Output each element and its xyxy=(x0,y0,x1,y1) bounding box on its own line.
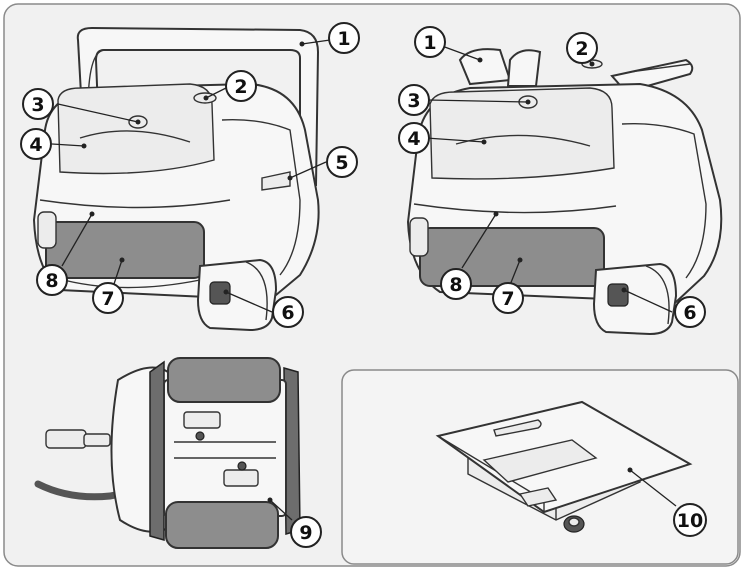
svg-text:4: 4 xyxy=(407,128,420,150)
callout-r8: 8 xyxy=(440,268,472,300)
psu-display xyxy=(482,439,598,483)
callout-r4: 4 xyxy=(398,122,430,154)
brush-roller xyxy=(45,221,205,279)
svg-text:6: 6 xyxy=(281,302,294,324)
left-grip xyxy=(458,48,512,86)
callout-4: 4 xyxy=(20,128,52,160)
callout-r2: 2 xyxy=(566,32,598,64)
callout-8: 8 xyxy=(36,264,68,296)
callout-9: 9 xyxy=(290,516,322,548)
callouts-top-right: 1 2 3 4 6 7 8 xyxy=(398,26,706,328)
svg-text:1: 1 xyxy=(423,32,436,54)
swivel xyxy=(45,429,87,449)
top-roller xyxy=(167,357,281,403)
callouts-top-left: 1 2 3 4 5 6 7 8 xyxy=(20,22,360,328)
bottom-roller xyxy=(165,501,279,549)
svg-text:1: 1 xyxy=(337,28,350,50)
svg-text:5: 5 xyxy=(335,152,348,174)
right-wheel xyxy=(196,258,278,332)
callouts-bottom-right: 10 xyxy=(627,467,707,537)
svg-text:6: 6 xyxy=(683,302,696,324)
callout-r1: 1 xyxy=(414,26,446,58)
svg-text:9: 9 xyxy=(299,522,312,544)
side-label xyxy=(261,171,291,191)
callout-r7: 7 xyxy=(492,282,524,314)
robot-underside xyxy=(34,357,301,549)
callout-5: 5 xyxy=(326,146,358,178)
callout-6: 6 xyxy=(272,296,304,328)
power-supply-unit xyxy=(435,400,693,533)
lid-window xyxy=(57,83,215,175)
right-wheel-2 xyxy=(592,262,678,336)
power-cable xyxy=(34,480,154,501)
svg-text:3: 3 xyxy=(407,90,420,112)
svg-text:8: 8 xyxy=(45,270,58,292)
callout-10: 10 xyxy=(673,503,707,537)
callout-1: 1 xyxy=(328,22,360,54)
svg-text:10: 10 xyxy=(677,510,703,532)
callout-3: 3 xyxy=(22,88,54,120)
callout-r6: 6 xyxy=(674,296,706,328)
left-track xyxy=(149,360,165,541)
callout-2: 2 xyxy=(225,70,257,102)
lid-window-2 xyxy=(429,87,615,180)
robot-without-handle xyxy=(406,48,723,336)
svg-text:4: 4 xyxy=(29,134,42,156)
svg-text:7: 7 xyxy=(101,288,114,310)
svg-text:2: 2 xyxy=(234,76,247,98)
svg-text:7: 7 xyxy=(501,288,514,310)
callouts-bottom-left: 9 xyxy=(267,497,322,548)
callout-r3: 3 xyxy=(398,84,430,116)
svg-text:3: 3 xyxy=(31,94,44,116)
svg-text:8: 8 xyxy=(449,274,462,296)
svg-text:2: 2 xyxy=(575,38,588,60)
callout-7: 7 xyxy=(92,282,124,314)
